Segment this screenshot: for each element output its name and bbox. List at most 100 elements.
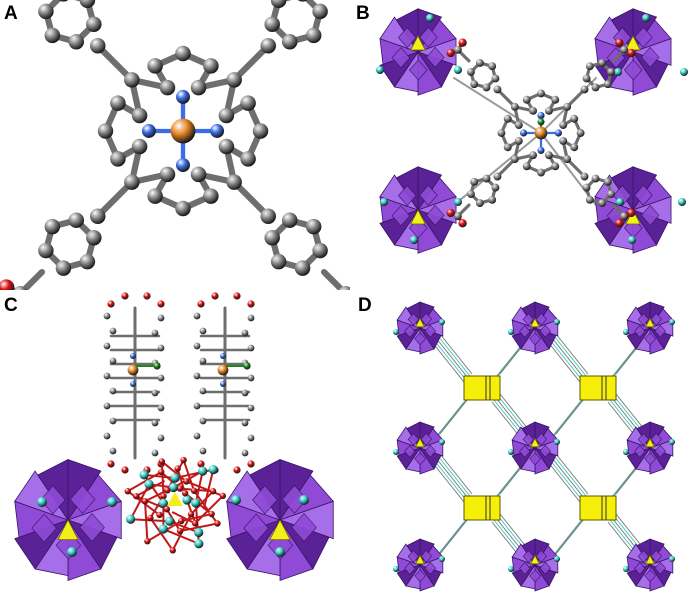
linker-line bbox=[431, 341, 465, 383]
phenyl-bond bbox=[565, 87, 587, 109]
polyoxometalate-cluster bbox=[379, 8, 457, 96]
carbon-atom bbox=[475, 58, 484, 67]
oxygen-atom bbox=[121, 466, 129, 474]
carbon-atom bbox=[305, 27, 322, 44]
heteroatom-tetrahedron bbox=[625, 209, 641, 225]
metal-node-atom bbox=[508, 566, 514, 572]
nitrogen-atom bbox=[520, 129, 528, 137]
oxygen-atom bbox=[176, 485, 184, 492]
polyoxometalate-cluster bbox=[626, 538, 674, 592]
octahedron-face bbox=[252, 485, 278, 515]
heteroatom-tetrahedron bbox=[415, 554, 425, 565]
carbon-atom bbox=[591, 174, 600, 183]
carbon-atom bbox=[151, 419, 159, 427]
carbon-atom bbox=[44, 218, 61, 235]
linker-line bbox=[555, 333, 589, 375]
metal-node-atom bbox=[623, 566, 629, 572]
carbon-atom bbox=[529, 151, 538, 160]
octahedron-face bbox=[414, 452, 426, 466]
metal-node-atom bbox=[158, 524, 168, 534]
polyoxometalate-cluster bbox=[626, 301, 674, 355]
metal-node-atom bbox=[182, 495, 192, 505]
oxygen-atom bbox=[627, 208, 636, 218]
carbon-atom bbox=[482, 174, 491, 183]
carbon-atom bbox=[109, 447, 117, 455]
carbon-atom bbox=[603, 177, 612, 186]
octahedron-face bbox=[650, 549, 662, 563]
carbon-atom bbox=[493, 85, 502, 94]
carbon-atom bbox=[110, 151, 126, 167]
carbon-atom bbox=[58, 0, 69, 2]
carbon-atom bbox=[38, 3, 54, 20]
metal-node-atom bbox=[164, 516, 175, 526]
linker-line bbox=[439, 393, 473, 435]
linker-line bbox=[555, 393, 589, 435]
carbon-atom bbox=[297, 0, 308, 2]
linker-line bbox=[431, 461, 465, 503]
carbon-atom bbox=[563, 155, 572, 164]
carbon-atom bbox=[190, 166, 207, 183]
oxygen-atom bbox=[163, 506, 171, 513]
phenyl-bond bbox=[495, 157, 517, 179]
oxygen-atom bbox=[121, 292, 129, 300]
carbon-atom bbox=[241, 419, 249, 427]
metal-node-atom bbox=[393, 449, 399, 455]
nitrogen-atom bbox=[176, 89, 190, 104]
metal-node-atom bbox=[208, 464, 218, 475]
metal-node-atom bbox=[144, 479, 154, 489]
panel-c-side-view: C bbox=[0, 290, 350, 597]
cluster-bond bbox=[160, 460, 165, 498]
octahedron-face bbox=[424, 444, 437, 458]
polyoxometalate-cluster bbox=[14, 458, 122, 582]
octahedron-face bbox=[654, 324, 667, 338]
metal-node-atom bbox=[67, 547, 77, 557]
oxygen-atom bbox=[233, 292, 241, 300]
octahedron-face bbox=[79, 512, 105, 542]
metal-node-atom bbox=[616, 198, 624, 206]
panel-b-label: B bbox=[356, 3, 370, 24]
metal-node-atom bbox=[191, 498, 201, 508]
carbon-atom bbox=[199, 357, 207, 365]
carbon-atom bbox=[86, 229, 102, 246]
octahedron-face bbox=[519, 444, 531, 459]
carbon-atom bbox=[522, 95, 531, 104]
polyoxometalate-cluster bbox=[226, 458, 334, 582]
octahedron-face bbox=[637, 549, 650, 563]
carbon-atom bbox=[193, 432, 201, 440]
heteroatom-tetrahedron bbox=[415, 317, 425, 328]
oxygen-atom bbox=[178, 517, 185, 525]
carbon-atom bbox=[570, 114, 579, 123]
carbon-atom bbox=[312, 242, 328, 259]
metal-node-atom bbox=[642, 14, 650, 22]
octahedron-face bbox=[640, 46, 660, 68]
metal-center-atom bbox=[127, 364, 139, 376]
metal-node-atom bbox=[426, 14, 434, 22]
carbon-atom bbox=[598, 199, 607, 208]
octahedron-face bbox=[529, 332, 541, 346]
carbon-atom bbox=[147, 188, 163, 204]
carbon-atom bbox=[264, 229, 280, 246]
metal-node-atom bbox=[508, 449, 514, 455]
oxygen-atom bbox=[219, 492, 227, 500]
carbon-atom bbox=[240, 151, 256, 167]
nitrogen-atom bbox=[210, 124, 225, 138]
linker-cluster-drawing bbox=[376, 8, 688, 254]
carbon-atom bbox=[193, 312, 201, 320]
linker-line bbox=[435, 457, 469, 499]
carbon-atom bbox=[38, 242, 54, 259]
cluster-bond bbox=[171, 511, 197, 525]
carbon-atom bbox=[193, 342, 201, 350]
metal-node-atom bbox=[198, 466, 208, 476]
carbon-atom bbox=[503, 114, 512, 123]
oxygen-atom bbox=[180, 456, 187, 464]
octahedron-face bbox=[519, 324, 531, 339]
metal-node-atom bbox=[139, 470, 149, 480]
oxygen-atom bbox=[141, 498, 149, 505]
octahedron-face bbox=[404, 561, 416, 576]
carbon-atom bbox=[157, 314, 165, 322]
octahedron-face bbox=[407, 432, 420, 446]
metal-node-atom bbox=[554, 319, 560, 325]
heteroatom-tetrahedron bbox=[645, 317, 655, 328]
carbon-atom bbox=[241, 329, 249, 337]
carbon-atom bbox=[488, 62, 497, 71]
